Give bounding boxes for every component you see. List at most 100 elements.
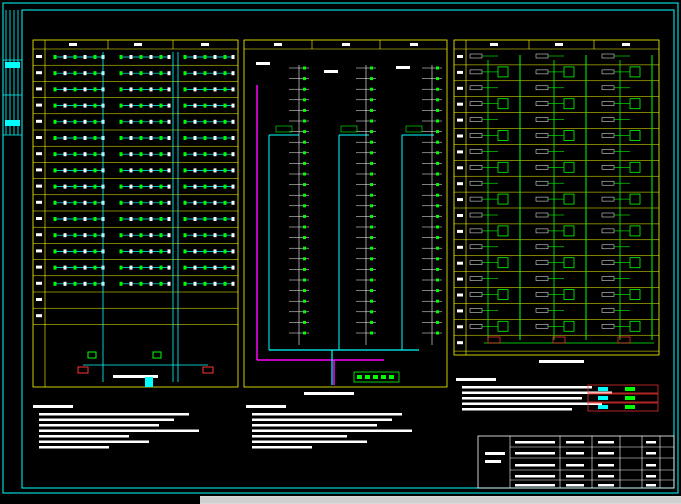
panel-1-device	[213, 55, 217, 59]
note-3-line	[462, 386, 592, 389]
panel-3-device	[469, 85, 483, 91]
panel-3-device	[601, 165, 615, 170]
panel-3-box	[497, 66, 509, 78]
panel-1-device	[129, 249, 133, 254]
note-1-line	[39, 413, 189, 416]
panel-1-device	[139, 87, 143, 92]
panel-2-device	[370, 77, 373, 81]
note-1-title	[33, 405, 73, 408]
panel-3-header-label	[555, 43, 563, 46]
panel-1-device	[83, 55, 87, 59]
panel-1-device	[149, 103, 153, 108]
panel-1-device	[223, 103, 227, 108]
panel-1-device	[159, 103, 163, 108]
panel-1-device	[223, 87, 227, 92]
panel-1-device	[213, 119, 217, 124]
panel-1-device	[73, 119, 77, 124]
panel-1-device	[83, 200, 87, 205]
panel-2-device	[303, 236, 306, 240]
panel-3-floor-label	[457, 198, 463, 202]
panel-1-device	[167, 168, 171, 173]
panel-2-device	[303, 193, 306, 197]
panel-1-device	[53, 281, 57, 286]
panel-1-device	[129, 55, 133, 59]
panel-1-device	[203, 249, 207, 254]
panel-1-device	[93, 200, 97, 205]
panel-3-device	[535, 276, 549, 281]
panel-1-device	[73, 71, 77, 76]
panel-3-device	[469, 149, 483, 154]
panel-1-device	[53, 152, 57, 157]
panel-1-device	[53, 184, 57, 189]
panel-3-box	[563, 225, 575, 237]
legend-row	[587, 393, 659, 403]
panel-3-box	[629, 289, 641, 300]
title-block-text	[646, 441, 656, 444]
title-block-text	[515, 441, 555, 444]
panel-2-device	[436, 172, 439, 176]
panel-3-device	[535, 117, 549, 122]
panel-3-device	[469, 212, 483, 218]
title-block-text	[598, 484, 614, 487]
panel-1-device	[223, 71, 227, 76]
legend-symbol	[598, 387, 608, 391]
panel-1-device	[139, 249, 143, 254]
panel-3-device	[535, 149, 549, 154]
panel-1-device	[149, 281, 153, 286]
title-block-text	[566, 484, 584, 487]
panel-1-device	[223, 265, 227, 270]
panel-1-floor-label	[36, 119, 42, 123]
panel-1-device	[231, 281, 235, 286]
panel-1-device	[119, 217, 123, 221]
panel-3-device	[535, 292, 549, 297]
panel-2-device	[436, 77, 439, 81]
panel-1-device	[193, 200, 197, 205]
panel-3-device	[535, 228, 549, 234]
panel-1-device	[223, 281, 227, 286]
inner-border	[21, 9, 675, 489]
panel-3-device	[535, 165, 549, 170]
panel-2-device	[370, 98, 373, 102]
panel-2-device	[303, 77, 306, 81]
note-2-line	[252, 418, 392, 421]
title-block-text	[515, 452, 555, 455]
panel-1-device	[73, 249, 77, 254]
panel-1-device	[231, 55, 235, 59]
panel-1-device	[53, 233, 57, 238]
panel-1-device	[119, 249, 123, 254]
panel-2-device	[303, 289, 306, 293]
panel-1-device	[231, 119, 235, 124]
panel-1-device	[159, 265, 163, 270]
horizontal-scrollbar[interactable]	[0, 496, 681, 504]
panel-1-device	[53, 55, 57, 59]
panel-1-device	[167, 265, 171, 270]
panel-2-frame	[243, 39, 448, 388]
panel-3-floor-label	[457, 277, 463, 281]
panel-2-device	[303, 204, 306, 208]
panel-1-device	[193, 281, 197, 286]
panel-2-cabinet-cell	[365, 375, 370, 379]
panel-1-device	[73, 281, 77, 286]
panel-2-device	[370, 130, 373, 134]
scrollbar-thumb[interactable]	[200, 497, 681, 503]
panel-1-device	[183, 217, 187, 221]
panel-3-box	[497, 257, 509, 269]
panel-1-device	[53, 217, 57, 221]
title-block	[477, 435, 675, 489]
panel-1-floor-label	[36, 103, 42, 107]
panel-2-device	[303, 310, 306, 314]
panel-2-device	[370, 225, 373, 229]
panel-1-device	[183, 152, 187, 157]
panel-1-device	[83, 233, 87, 238]
panel-1-device	[183, 168, 187, 173]
panel-1-device	[231, 200, 235, 205]
panel-3-device	[469, 228, 483, 234]
panel-3-floor-label	[457, 134, 463, 138]
panel-1-device	[63, 87, 67, 92]
panel-1-device	[193, 55, 197, 59]
panel-1-device	[183, 71, 187, 76]
note-2-title	[246, 405, 286, 408]
drawing-notes	[33, 378, 659, 449]
panel-1-device	[63, 71, 67, 76]
